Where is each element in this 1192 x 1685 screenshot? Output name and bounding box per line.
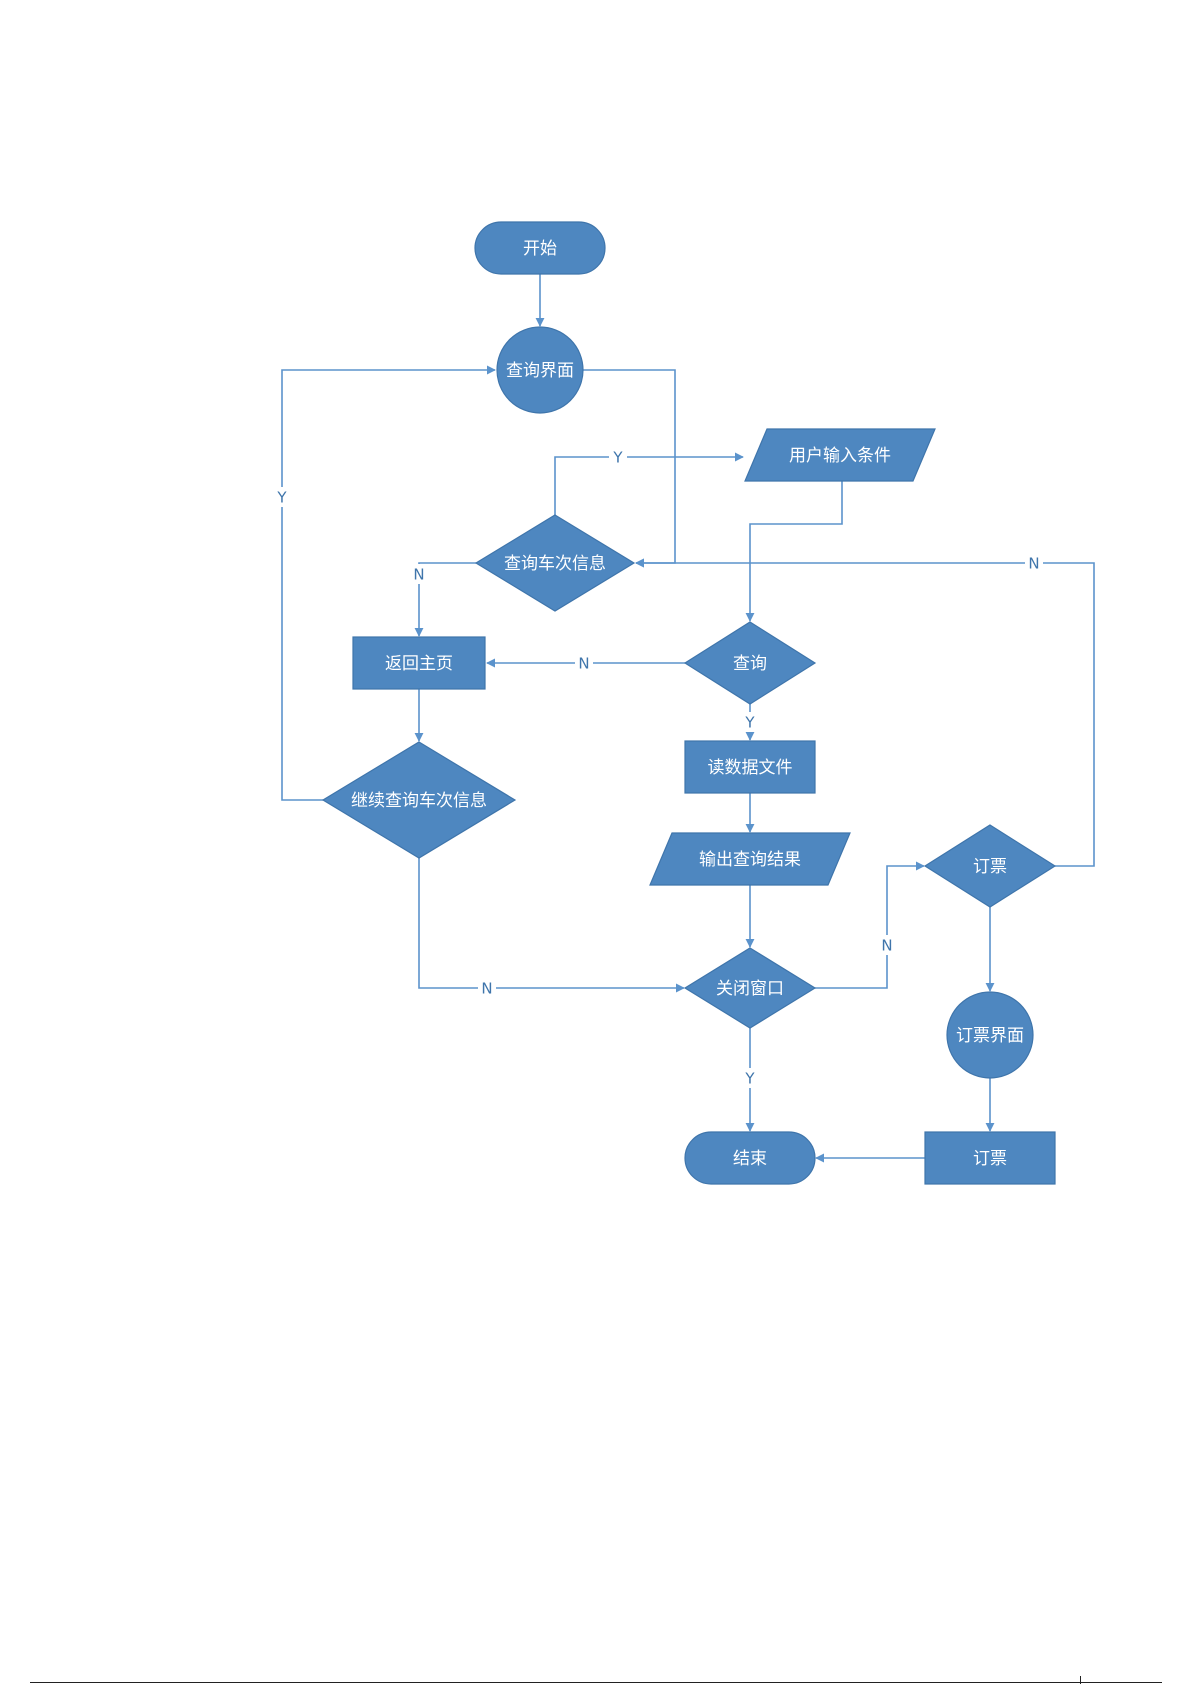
- connector-label: N: [413, 566, 424, 584]
- node-label: 继续查询车次信息: [351, 791, 487, 811]
- connector-label: Y: [612, 449, 623, 467]
- connector-label: N: [881, 937, 892, 955]
- connector-label: N: [1028, 555, 1039, 573]
- node-end: 结束: [685, 1132, 815, 1184]
- connector-label: N: [578, 655, 589, 673]
- node-label: 输出查询结果: [699, 850, 801, 870]
- node-label: 关闭窗口: [716, 979, 784, 999]
- node-book-decision: 订票: [925, 825, 1055, 907]
- node-label: 订票: [973, 1149, 1007, 1169]
- connector-label: Y: [744, 1070, 755, 1088]
- node-label: 订票界面: [956, 1026, 1024, 1046]
- node-label: 查询: [733, 654, 767, 674]
- connector-label: Y: [744, 714, 755, 732]
- node-query: 查询: [685, 622, 815, 704]
- connector-label: N: [481, 980, 492, 998]
- node-label: 订票: [973, 857, 1007, 877]
- node-label: 返回主页: [385, 654, 453, 674]
- connector-book-decision-to-query-train: [636, 563, 1094, 866]
- node-read-file: 读数据文件: [685, 741, 815, 793]
- node-output-result: 输出查询结果: [650, 833, 850, 885]
- node-start: 开始: [475, 222, 605, 274]
- node-back-home: 返回主页: [353, 637, 485, 689]
- node-user-input: 用户输入条件: [745, 429, 935, 481]
- node-label: 开始: [523, 239, 557, 259]
- node-book-ui: 订票界面: [947, 992, 1033, 1078]
- node-query-ui: 查询界面: [497, 327, 583, 413]
- node-close-window: 关闭窗口: [685, 948, 815, 1028]
- connector-query-ui-to-query-train: [583, 370, 675, 563]
- page-bottom-rule: [30, 1682, 1162, 1683]
- connector-close-window-to-book-decision: [815, 866, 924, 988]
- node-book: 订票: [925, 1132, 1055, 1184]
- node-label: 查询车次信息: [504, 554, 606, 574]
- connector-query-train-to-user-input: [555, 457, 743, 515]
- node-label: 查询界面: [506, 361, 574, 381]
- node-query-train: 查询车次信息: [476, 515, 634, 611]
- node-continue-query: 继续查询车次信息: [323, 742, 515, 858]
- node-label: 用户输入条件: [789, 446, 891, 466]
- node-label: 结束: [733, 1149, 767, 1169]
- connector-continue-query-to-query-ui: [282, 370, 495, 800]
- node-label: 读数据文件: [708, 758, 793, 778]
- connector-user-input-to-query: [750, 481, 842, 621]
- connector-continue-query-to-close-window: [419, 858, 684, 988]
- connector-label: Y: [276, 489, 287, 507]
- page-corner-mark: [1080, 1676, 1081, 1684]
